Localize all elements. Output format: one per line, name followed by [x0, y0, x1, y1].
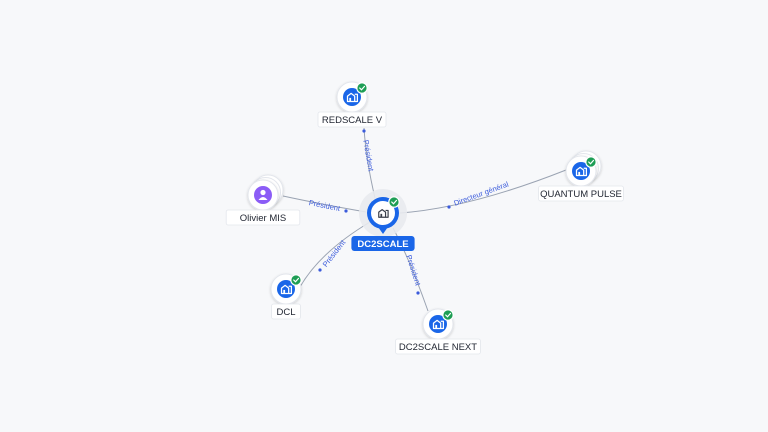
edge-0: Président — [361, 127, 376, 199]
edge-line — [392, 227, 429, 312]
node-label: DCL — [271, 303, 301, 320]
nodes-layer: REDSCALE V QUANTUM PULSE Olivier MIS DCL DC2… — [225, 81, 624, 355]
center-label-bg — [351, 236, 415, 251]
node-center[interactable]: DC2SCALE — [351, 189, 415, 251]
node-dcl[interactable]: DCL — [270, 273, 302, 320]
edge-label: Directeur général — [453, 179, 510, 207]
node-label: REDSCALE V — [317, 111, 387, 128]
edge-label: Président — [404, 254, 423, 288]
node-quantum[interactable]: QUANTUM PULSE — [538, 150, 624, 202]
building-icon — [346, 92, 359, 103]
node-label-text: DC2SCALE NEXT — [399, 342, 477, 353]
node-label-text: DCL — [276, 307, 295, 318]
node-label: Olivier MIS — [225, 209, 301, 226]
center-label: DC2SCALE — [357, 239, 408, 250]
edge-arrow-marker — [447, 205, 451, 209]
node-label-text: QUANTUM PULSE — [540, 189, 622, 200]
edge-label: Président — [361, 139, 376, 173]
edge-line — [299, 221, 371, 288]
node-label-text: REDSCALE V — [322, 115, 383, 126]
building-icon — [280, 284, 293, 295]
edge-3: Président — [299, 221, 371, 288]
edge-arrow-marker — [318, 268, 322, 272]
edge-label: Président — [308, 198, 342, 213]
building-icon — [575, 166, 588, 177]
verified-check-icon — [442, 309, 454, 321]
edge-line — [282, 195, 367, 213]
person-icon — [258, 189, 268, 200]
verified-check-icon — [290, 274, 302, 286]
node-label: DC2SCALE NEXT — [395, 338, 481, 355]
verified-check-icon — [388, 196, 400, 208]
edge-arrow-marker — [416, 291, 420, 295]
edge-arrow-marker — [362, 129, 366, 133]
building-icon — [432, 319, 445, 330]
node-redscale[interactable]: REDSCALE V — [317, 81, 387, 128]
edge-line — [399, 169, 567, 214]
building-icon — [378, 209, 389, 218]
edge-arrow-marker — [344, 209, 348, 213]
node-label: QUANTUM PULSE — [538, 185, 624, 202]
node-olivier[interactable]: Olivier MIS — [225, 174, 301, 226]
verified-check-icon — [356, 82, 368, 94]
node-label-text: Olivier MIS — [240, 213, 286, 224]
edge-label: Président — [321, 237, 348, 268]
verified-check-icon — [585, 156, 597, 168]
node-next[interactable]: DC2SCALE NEXT — [395, 308, 481, 355]
